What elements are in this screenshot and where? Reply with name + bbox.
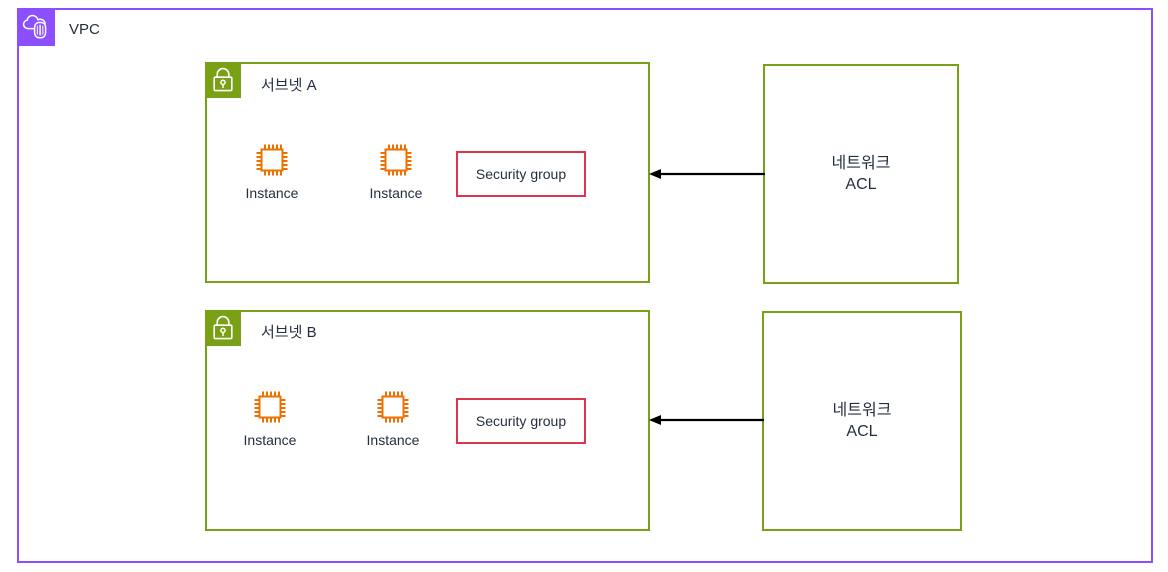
instance-label: Instance [243, 432, 297, 448]
instance-label: Instance [369, 185, 423, 201]
chip-icon [251, 139, 293, 181]
instance-a1: Instance [226, 139, 318, 202]
security-group-b: Security group [456, 398, 586, 444]
network-acl-b: 네트워크 ACL [762, 311, 962, 531]
subnet-a-label: 서브넷 A [261, 77, 317, 94]
network-acl-a: 네트워크 ACL [763, 64, 959, 284]
instance-label: Instance [366, 432, 420, 448]
chip-icon [375, 139, 417, 181]
subnet-b-container [205, 310, 650, 531]
security-group-a: Security group [456, 151, 586, 197]
subnet-a-padlock-icon [205, 62, 241, 98]
subnet-a-container [205, 62, 650, 283]
security-group-label: Security group [475, 165, 567, 182]
chip-icon [249, 386, 291, 428]
network-acl-label: 네트워크 ACL [832, 402, 892, 440]
chip-icon [372, 386, 414, 428]
connector-acl-a-to-subnet-a [649, 168, 765, 180]
network-acl-label: 네트워크 ACL [831, 155, 891, 193]
vpc-container [17, 8, 1153, 563]
connector-acl-b-to-subnet-b [649, 414, 764, 426]
subnet-b-label: 서브넷 B [261, 324, 317, 341]
subnet-b-padlock-icon [205, 310, 241, 346]
vpc-icon [17, 8, 55, 46]
security-group-label: Security group [475, 412, 567, 429]
instance-b2: Instance [347, 386, 439, 449]
instance-b1: Instance [224, 386, 316, 449]
vpc-label: VPC [69, 21, 100, 38]
instance-label: Instance [245, 185, 299, 201]
instance-a2: Instance [350, 139, 442, 202]
